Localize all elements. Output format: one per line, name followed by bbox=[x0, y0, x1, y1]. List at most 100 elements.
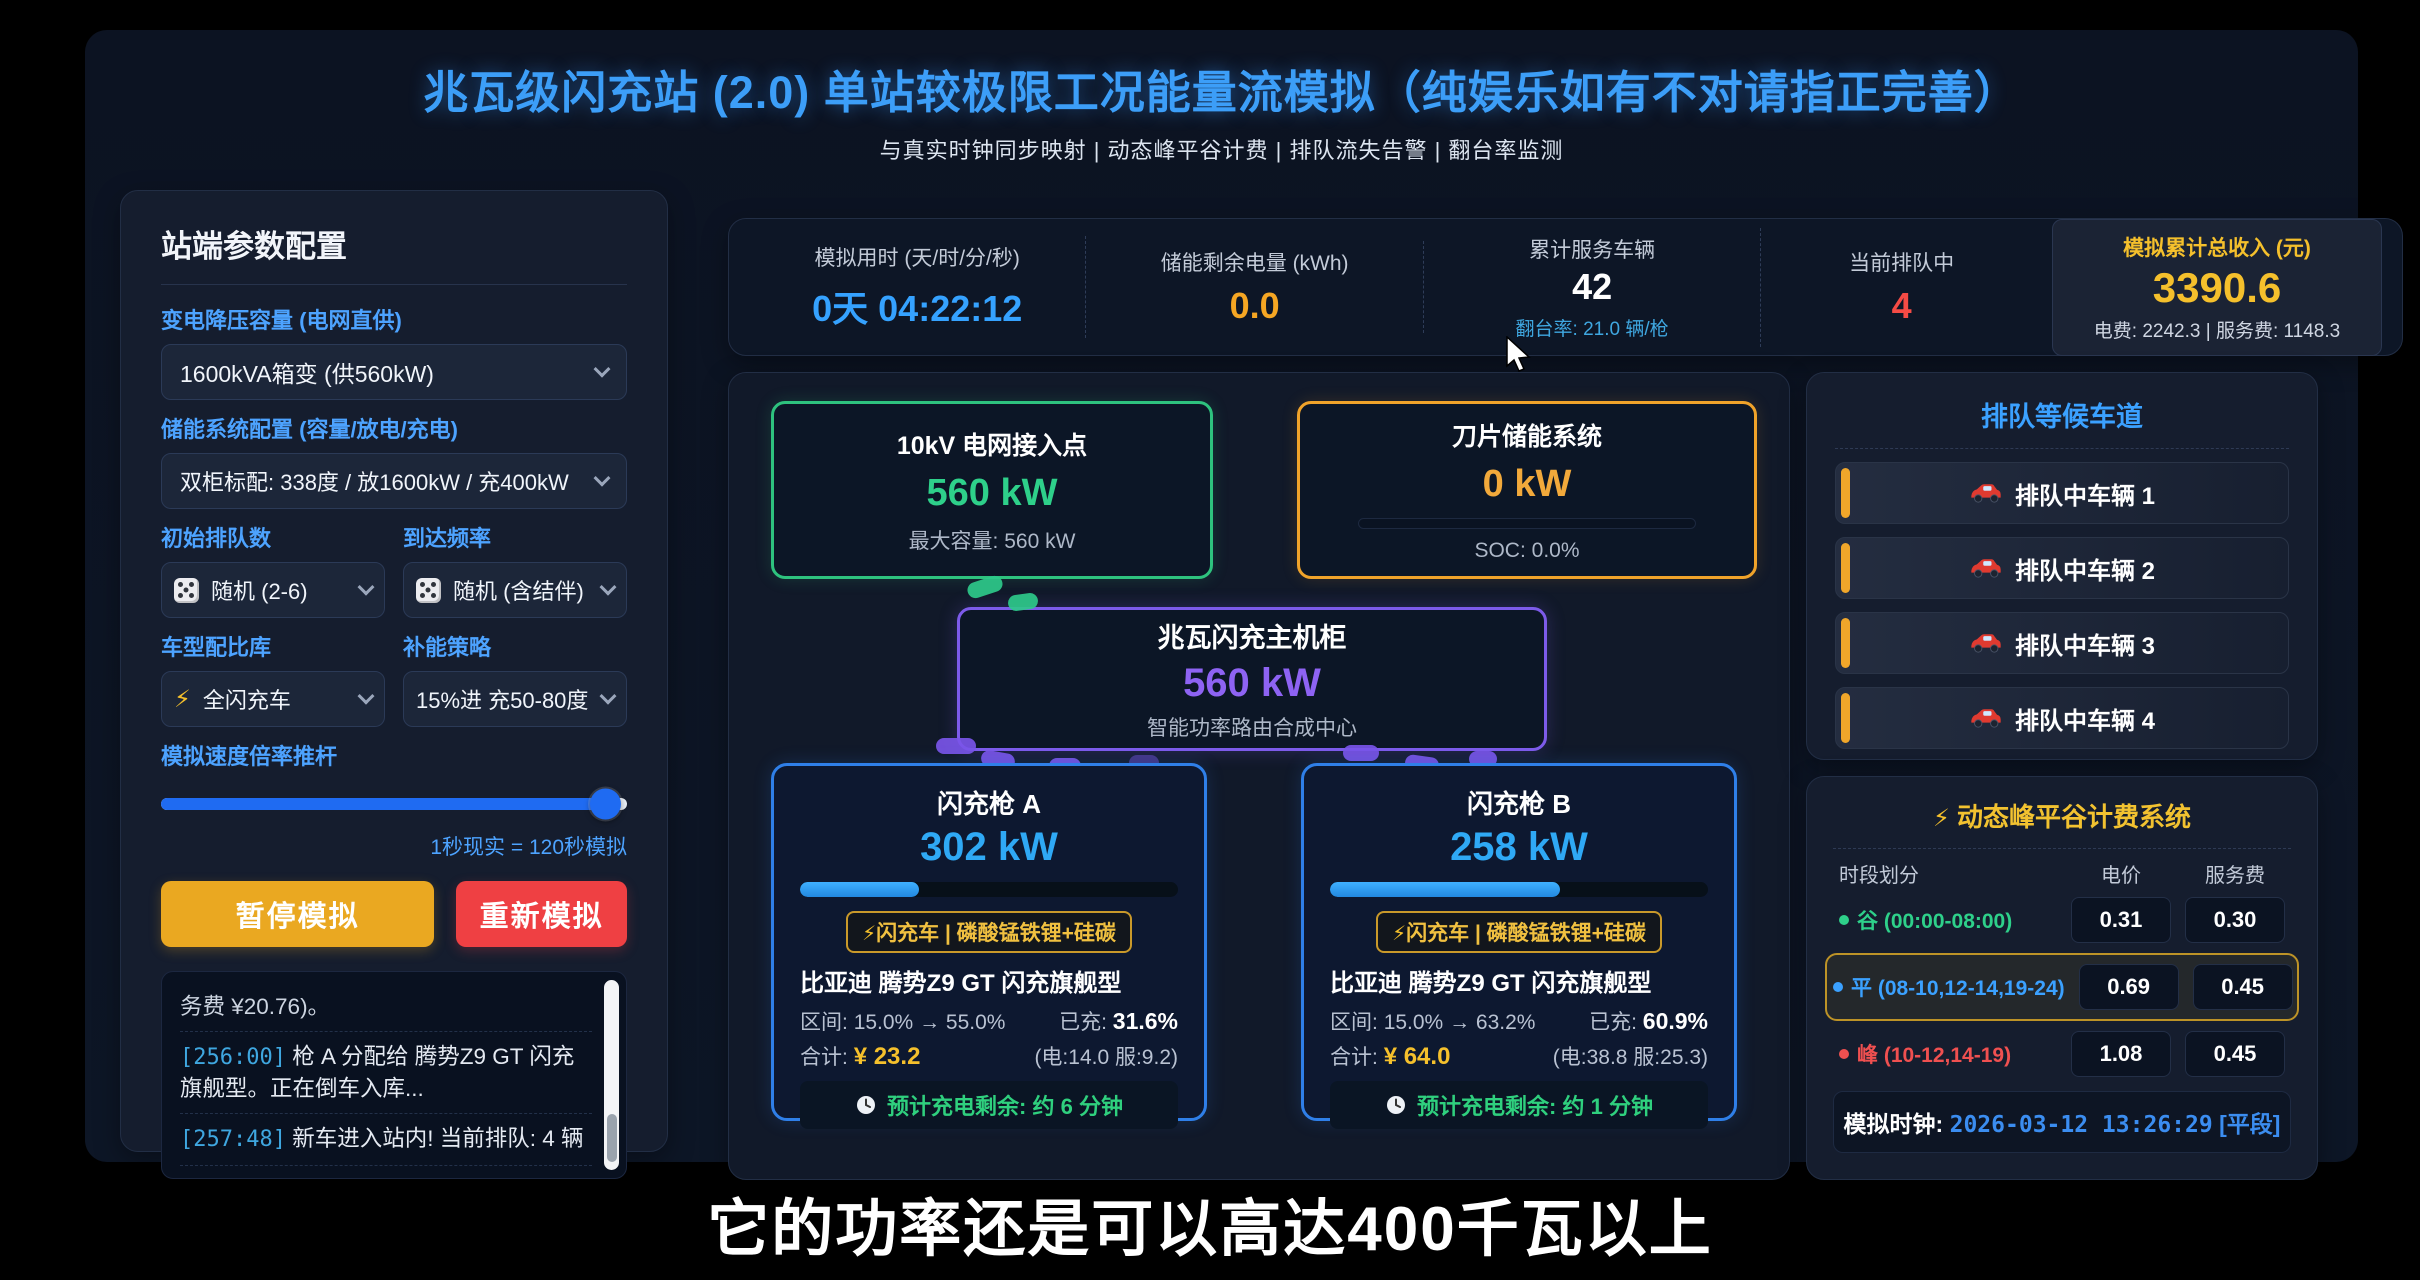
gun-b-title: 闪充枪 B bbox=[1466, 789, 1571, 819]
speed-slider-caption: 1秒现实 = 120秒模拟 bbox=[430, 836, 627, 859]
sim-time-value: 0天 04:22:12 bbox=[812, 288, 1023, 329]
gun-a-vehicle-model: 比亚迪 腾势Z9 GT 闪充旗舰型 bbox=[800, 970, 1122, 997]
turnover-rate: 翻台率: 21.0 辆/枪 bbox=[1515, 318, 1669, 340]
flow-dot-purple bbox=[936, 738, 976, 754]
pricing-panel-title: ⚡ 动态峰平谷计费系统 bbox=[1932, 802, 2192, 832]
event-log[interactable]: 务费 ¥20.76)。 [256:00] 枪 A 分配给 腾势Z9 GT 闪充旗… bbox=[161, 971, 627, 1179]
car-icon bbox=[1971, 559, 2001, 578]
lightning-icon: ⚡ bbox=[862, 923, 877, 945]
chevron-down-icon bbox=[357, 687, 375, 705]
queue-item-3: 排队中车辆 3 bbox=[1835, 612, 2289, 674]
page-title: 兆瓦级闪充站 (2.0) 单站较极限工况能量流模拟（纯娱乐如有不对请指正完善） bbox=[423, 67, 2020, 118]
gun-a-power: 302 kW bbox=[920, 825, 1058, 869]
video-subtitle: 它的功率还是可以高达400千瓦以上 bbox=[707, 1195, 1713, 1264]
config-sidebar: 站端参数配置 变电降压容量 (电网直供) 1600kVA箱变 (供560kW) … bbox=[120, 190, 668, 1179]
gun-b-fees: (电:38.8 服:25.3) bbox=[1552, 1046, 1708, 1069]
clock-icon bbox=[1387, 1096, 1406, 1114]
gun-b-vehicle-badge: ⚡闪充车 | 磷酸锰铁锂+硅碳 bbox=[1376, 911, 1662, 953]
served-vehicles-value: 42 bbox=[1572, 265, 1613, 307]
valley-dot-icon bbox=[1839, 915, 1849, 925]
app-window: 兆瓦级闪充站 (2.0) 单站较极限工况能量流模拟（纯娱乐如有不对请指正完善） … bbox=[85, 30, 2403, 1180]
lightning-icon: ⚡ bbox=[174, 685, 191, 713]
speed-slider-fill bbox=[161, 788, 622, 820]
peak-dot-icon bbox=[1839, 1049, 1849, 1059]
page-subtitle: 与真实时钟同步映射 | 动态峰平谷计费 | 排队流失告警 | 翻台率监测 bbox=[879, 138, 1564, 163]
arrival-rate-select[interactable]: 随机 (含结伴) bbox=[403, 562, 627, 618]
peak-service-field[interactable]: 0.45 bbox=[2185, 1031, 2285, 1077]
soc-value: SOC: 0.0% bbox=[1474, 539, 1580, 562]
divider bbox=[1833, 848, 2291, 849]
stat-sim-time: 模拟用时 (天/时/分/秒) 0天 04:22:12 bbox=[749, 236, 1087, 338]
arrival-rate-select-value: 随机 (含结伴) bbox=[453, 579, 584, 604]
grid-power-value: 560 kW bbox=[926, 471, 1058, 514]
storage-energy-value: 0.0 bbox=[1229, 285, 1280, 326]
queue-accent-bar bbox=[1841, 693, 1850, 743]
charging-strategy-label: 补能策略 bbox=[403, 635, 492, 660]
storage-power-value: 0 kW bbox=[1482, 463, 1572, 505]
chevron-down-icon bbox=[599, 687, 617, 705]
transformer-select[interactable]: 1600kVA箱变 (供560kW) bbox=[161, 344, 627, 400]
revenue-value: 3390.6 bbox=[2152, 263, 2282, 311]
gun-b-progress bbox=[1330, 882, 1708, 897]
valley-service-field[interactable]: 0.30 bbox=[2185, 897, 2285, 943]
sim-clock-value: 2026-03-12 13:26:29 bbox=[1949, 1112, 2213, 1138]
gun-b-vehicle-model: 比亚迪 腾势Z9 GT 闪充旗舰型 bbox=[1330, 970, 1652, 997]
queue-item-2: 排队中车辆 2 bbox=[1835, 537, 2289, 599]
sim-clock-segment: [平段] bbox=[2219, 1111, 2281, 1137]
initial-queue-select[interactable]: 随机 (2-6) bbox=[161, 562, 385, 618]
queue-accent-bar bbox=[1841, 618, 1850, 668]
vehicle-mix-select[interactable]: ⚡ 全闪充车 bbox=[161, 671, 385, 727]
flat-dot-icon bbox=[1833, 982, 1843, 992]
energy-flow-panel: 10kV 电网接入点 560 kW 最大容量: 560 kW 刀片储能系统 0 … bbox=[728, 372, 1790, 1180]
gun-b-eta: 预计充电剩余: 约 1 分钟 bbox=[1330, 1081, 1708, 1129]
stats-bar: 模拟用时 (天/时/分/秒) 0天 04:22:12 储能剩余电量 (kWh) … bbox=[728, 218, 2403, 356]
speed-slider-track[interactable] bbox=[161, 788, 627, 820]
valley-price-field[interactable]: 0.31 bbox=[2071, 897, 2171, 943]
speed-slider-thumb[interactable] bbox=[590, 788, 622, 820]
log-entry: [256:00] 枪 A 分配给 腾势Z9 GT 闪充旗舰型。正在倒车入库... bbox=[180, 1032, 592, 1115]
gun-b-power: 258 kW bbox=[1450, 825, 1588, 869]
chevron-down-icon bbox=[357, 578, 375, 596]
queue-panel: 排队等候车道 排队中车辆 1 排队中车辆 2 排队中车辆 3 排队中车辆 4 bbox=[1806, 372, 2318, 760]
queue-item-1: 排队中车辆 1 bbox=[1835, 462, 2289, 524]
restart-simulation-button[interactable]: 重新模拟 bbox=[456, 881, 627, 947]
flat-price-field[interactable]: 0.69 bbox=[2078, 964, 2179, 1010]
speed-slider[interactable] bbox=[161, 788, 627, 820]
storage-config-select[interactable]: 双柜标配: 338度 / 放1600kW / 充400kW bbox=[161, 453, 627, 509]
transformer-select-value: 1600kVA箱变 (供560kW) bbox=[180, 361, 434, 387]
chevron-down-icon bbox=[599, 578, 617, 596]
cabinet-power-value: 560 kW bbox=[1183, 661, 1321, 705]
transformer-label: 变电降压容量 (电网直供) bbox=[161, 308, 402, 333]
stat-served-vehicles: 累计服务车辆 42 翻台率: 21.0 辆/枪 bbox=[1424, 227, 1762, 347]
gun-a-eta: 预计充电剩余: 约 6 分钟 bbox=[800, 1081, 1178, 1129]
chevron-down-icon bbox=[593, 360, 611, 378]
soc-progress bbox=[1357, 518, 1697, 529]
car-icon bbox=[1971, 634, 2001, 653]
gun-a-progress bbox=[800, 882, 1178, 897]
charging-gun-b-card: 闪充枪 B 258 kW ⚡闪充车 | 磷酸锰铁锂+硅碳 比亚迪 腾势Z9 GT… bbox=[1301, 763, 1737, 1129]
pricing-panel: ⚡ 动态峰平谷计费系统 时段划分 电价 服务费 谷 (00:00-08:00) … bbox=[1806, 776, 2318, 1180]
lightning-icon: ⚡ bbox=[1932, 805, 1950, 832]
gun-a-charged: 31.6% bbox=[1112, 1008, 1178, 1034]
log-scrollbar[interactable] bbox=[604, 980, 619, 1170]
car-icon bbox=[1971, 709, 2001, 728]
stat-storage-energy: 储能剩余电量 (kWh) 0.0 bbox=[1086, 241, 1424, 333]
gun-b-charged: 60.9% bbox=[1642, 1008, 1708, 1034]
queue-item-4: 排队中车辆 4 bbox=[1835, 687, 2289, 749]
gun-a-fees: (电:14.0 服:9.2) bbox=[1034, 1046, 1178, 1069]
flat-service-field[interactable]: 0.45 bbox=[2192, 964, 2293, 1010]
storage-config-label: 储能系统配置 (容量/放电/充电) bbox=[161, 417, 458, 442]
vehicle-mix-select-value: 全闪充车 bbox=[202, 688, 291, 713]
pause-simulation-button[interactable]: 暂停模拟 bbox=[161, 881, 435, 947]
flow-dot-purple bbox=[1343, 745, 1379, 761]
storage-config-select-value: 双柜标配: 338度 / 放1600kW / 充400kW bbox=[180, 470, 569, 495]
peak-price-field[interactable]: 1.08 bbox=[2071, 1031, 2171, 1077]
pricing-row-peak: 峰 (10-12,14-19) 1.08 0.45 bbox=[1833, 1031, 2291, 1077]
log-scrollbar-thumb[interactable] bbox=[606, 1114, 617, 1162]
pricing-row-valley: 谷 (00:00-08:00) 0.31 0.30 bbox=[1833, 897, 2291, 943]
stat-queue-count: 当前排队中 4 bbox=[1761, 241, 2042, 333]
grid-connection-box: 10kV 电网接入点 560 kW 最大容量: 560 kW bbox=[771, 401, 1213, 579]
arrival-rate-label: 到达频率 bbox=[403, 526, 492, 551]
initial-queue-select-value: 随机 (2-6) bbox=[211, 579, 308, 604]
charging-strategy-select[interactable]: 15%进 充50-80度 bbox=[403, 671, 627, 727]
